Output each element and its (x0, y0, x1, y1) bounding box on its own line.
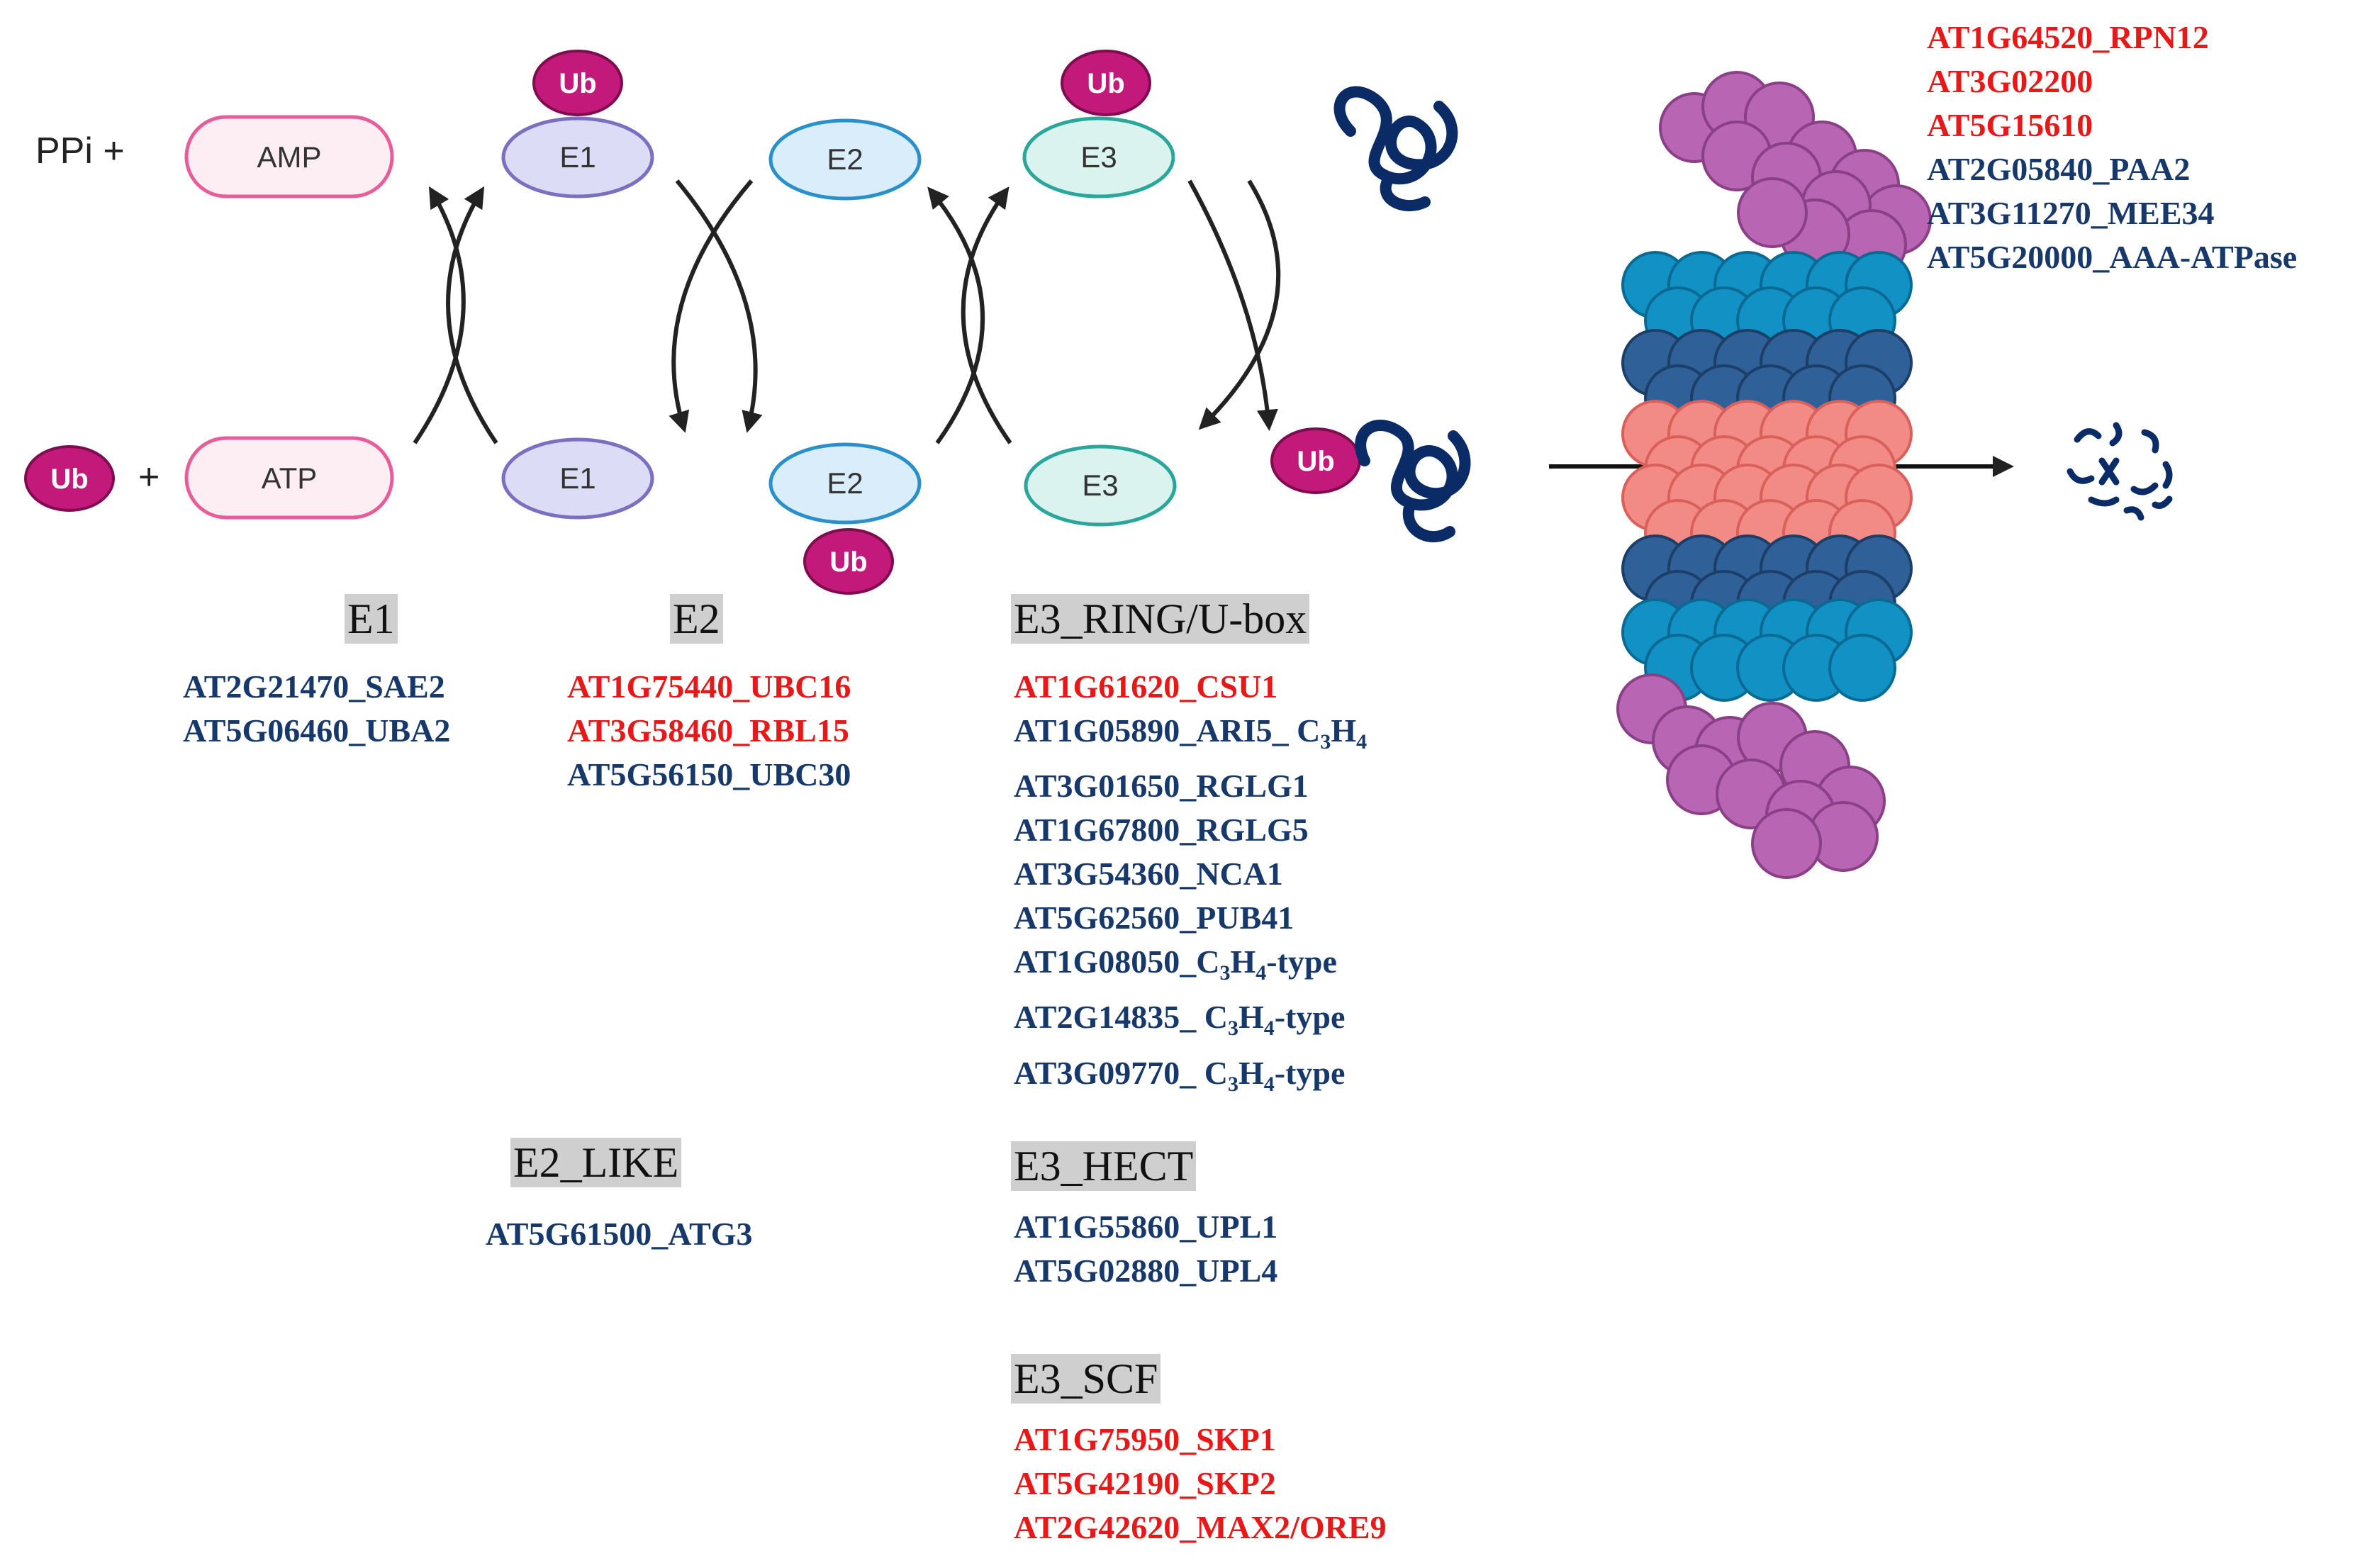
e3-ring-header: E3_RING/U-box (1011, 594, 1310, 644)
svg-text:ATP: ATP (262, 461, 318, 495)
degraded-peptides-icon (2067, 422, 2173, 521)
arrow-sub-down-right (1187, 179, 1278, 431)
e2-like-gene-list: AT5G61500_ATG3 (486, 1212, 753, 1256)
gene-item: AT3G09770_ C3H4-type (1014, 1054, 1346, 1096)
gene-item: AT3G58460_RBL15 (567, 712, 849, 749)
arrow-e2-down-left (669, 179, 754, 433)
substrate-protein-icon (1333, 86, 1458, 211)
arrow-e3-up-right (961, 186, 1012, 444)
svg-text:E3: E3 (1080, 140, 1117, 174)
svg-text:Ub: Ub (50, 464, 88, 495)
gene-item: AT1G75950_SKP1 (1014, 1421, 1276, 1457)
e3-bottom-node: E3 (1024, 444, 1177, 527)
gene-item: AT1G67800_RGLG5 (1014, 812, 1309, 849)
e3-scf-header: E3_SCF (1011, 1354, 1161, 1404)
gene-item: AT5G20000_AAA-ATPase (1927, 239, 2298, 275)
gene-item: AT1G08050_C3H4-type (1014, 943, 1337, 985)
gene-item: AT3G54360_NCA1 (1014, 856, 1283, 892)
ub-badge-e1: Ub (532, 50, 623, 116)
svg-text:AMP: AMP (257, 140, 321, 174)
gene-item: AT5G06460_UBA2 (183, 712, 451, 749)
svg-text:Ub: Ub (559, 68, 596, 99)
arrow-e3-up-left (927, 186, 985, 444)
gene-item: AT5G61500_ATG3 (486, 1216, 753, 1252)
plus-sign: + (138, 457, 160, 498)
gene-item: AT2G21470_SAE2 (183, 668, 445, 705)
gene-item: AT5G62560_PUB41 (1014, 900, 1294, 936)
gene-item: AT1G61620_CSU1 (1014, 668, 1278, 705)
gene-item: AT3G01650_RGLG1 (1014, 768, 1309, 805)
gene-item: AT3G02200 (1927, 63, 2093, 99)
ub-badge-free: Ub (24, 445, 115, 512)
arrow-sub-down-left (1198, 179, 1281, 430)
gene-item: AT2G42620_MAX2/ORE9 (1014, 1509, 1387, 1545)
gene-item: AT5G02880_UPL4 (1014, 1253, 1278, 1289)
ub-badge-e3: Ub (1061, 50, 1151, 116)
proteasome-icon (1616, 71, 1932, 879)
svg-text:E1: E1 (559, 461, 595, 495)
e2-like-header: E2_LIKE (510, 1138, 682, 1187)
e3-hect-header: E3_HECT (1011, 1141, 1197, 1191)
reaction-arrows (413, 179, 1281, 444)
gene-item: AT1G75440_UBC16 (567, 668, 851, 705)
e2-top-node: E2 (768, 118, 922, 201)
svg-text:E2: E2 (827, 142, 863, 176)
arrow-e1-up-left (413, 186, 466, 444)
e2-header: E2 (670, 594, 723, 644)
svg-text:E2: E2 (827, 466, 863, 500)
gene-item: AT5G15610 (1927, 107, 2093, 143)
e2-bottom-node: E2 (768, 442, 922, 525)
e3-top-node: E3 (1022, 116, 1175, 198)
amp-pill: AMP (184, 115, 394, 198)
arrow-e1-up-right (446, 186, 498, 444)
svg-text:E3: E3 (1082, 469, 1118, 502)
atp-pill: ATP (184, 436, 394, 520)
ppi-label: PPi + (35, 130, 125, 172)
gene-item: AT2G14835_ C3H4-type (1014, 999, 1346, 1041)
svg-text:E1: E1 (559, 140, 595, 174)
arrow-e2-down-right (675, 179, 763, 433)
gene-item: AT2G05840_PAA2 (1927, 151, 2191, 187)
e1-top-node: E1 (501, 116, 654, 198)
gene-item: AT1G55860_UPL1 (1014, 1209, 1278, 1245)
svg-text:Ub: Ub (829, 547, 867, 578)
ub-badge-e2: Ub (803, 528, 894, 595)
gene-item: AT3G11270_MEE34 (1927, 195, 2215, 231)
gene-item: AT5G56150_UBC30 (567, 756, 851, 793)
gene-item: AT1G05890_ARI5_ C3H4 (1014, 712, 1368, 754)
ubiquitinated-substrate-icon (1355, 420, 1471, 543)
svg-text:Ub: Ub (1297, 446, 1334, 477)
gene-item: AT5G42190_SKP2 (1014, 1465, 1276, 1501)
ub-badge-substrate: Ub (1270, 427, 1361, 494)
svg-text:Ub: Ub (1087, 68, 1124, 99)
gene-item: AT1G64520_RPN12 (1927, 19, 2209, 55)
e1-bottom-node: E1 (501, 437, 654, 520)
e1-header: E1 (345, 594, 398, 644)
